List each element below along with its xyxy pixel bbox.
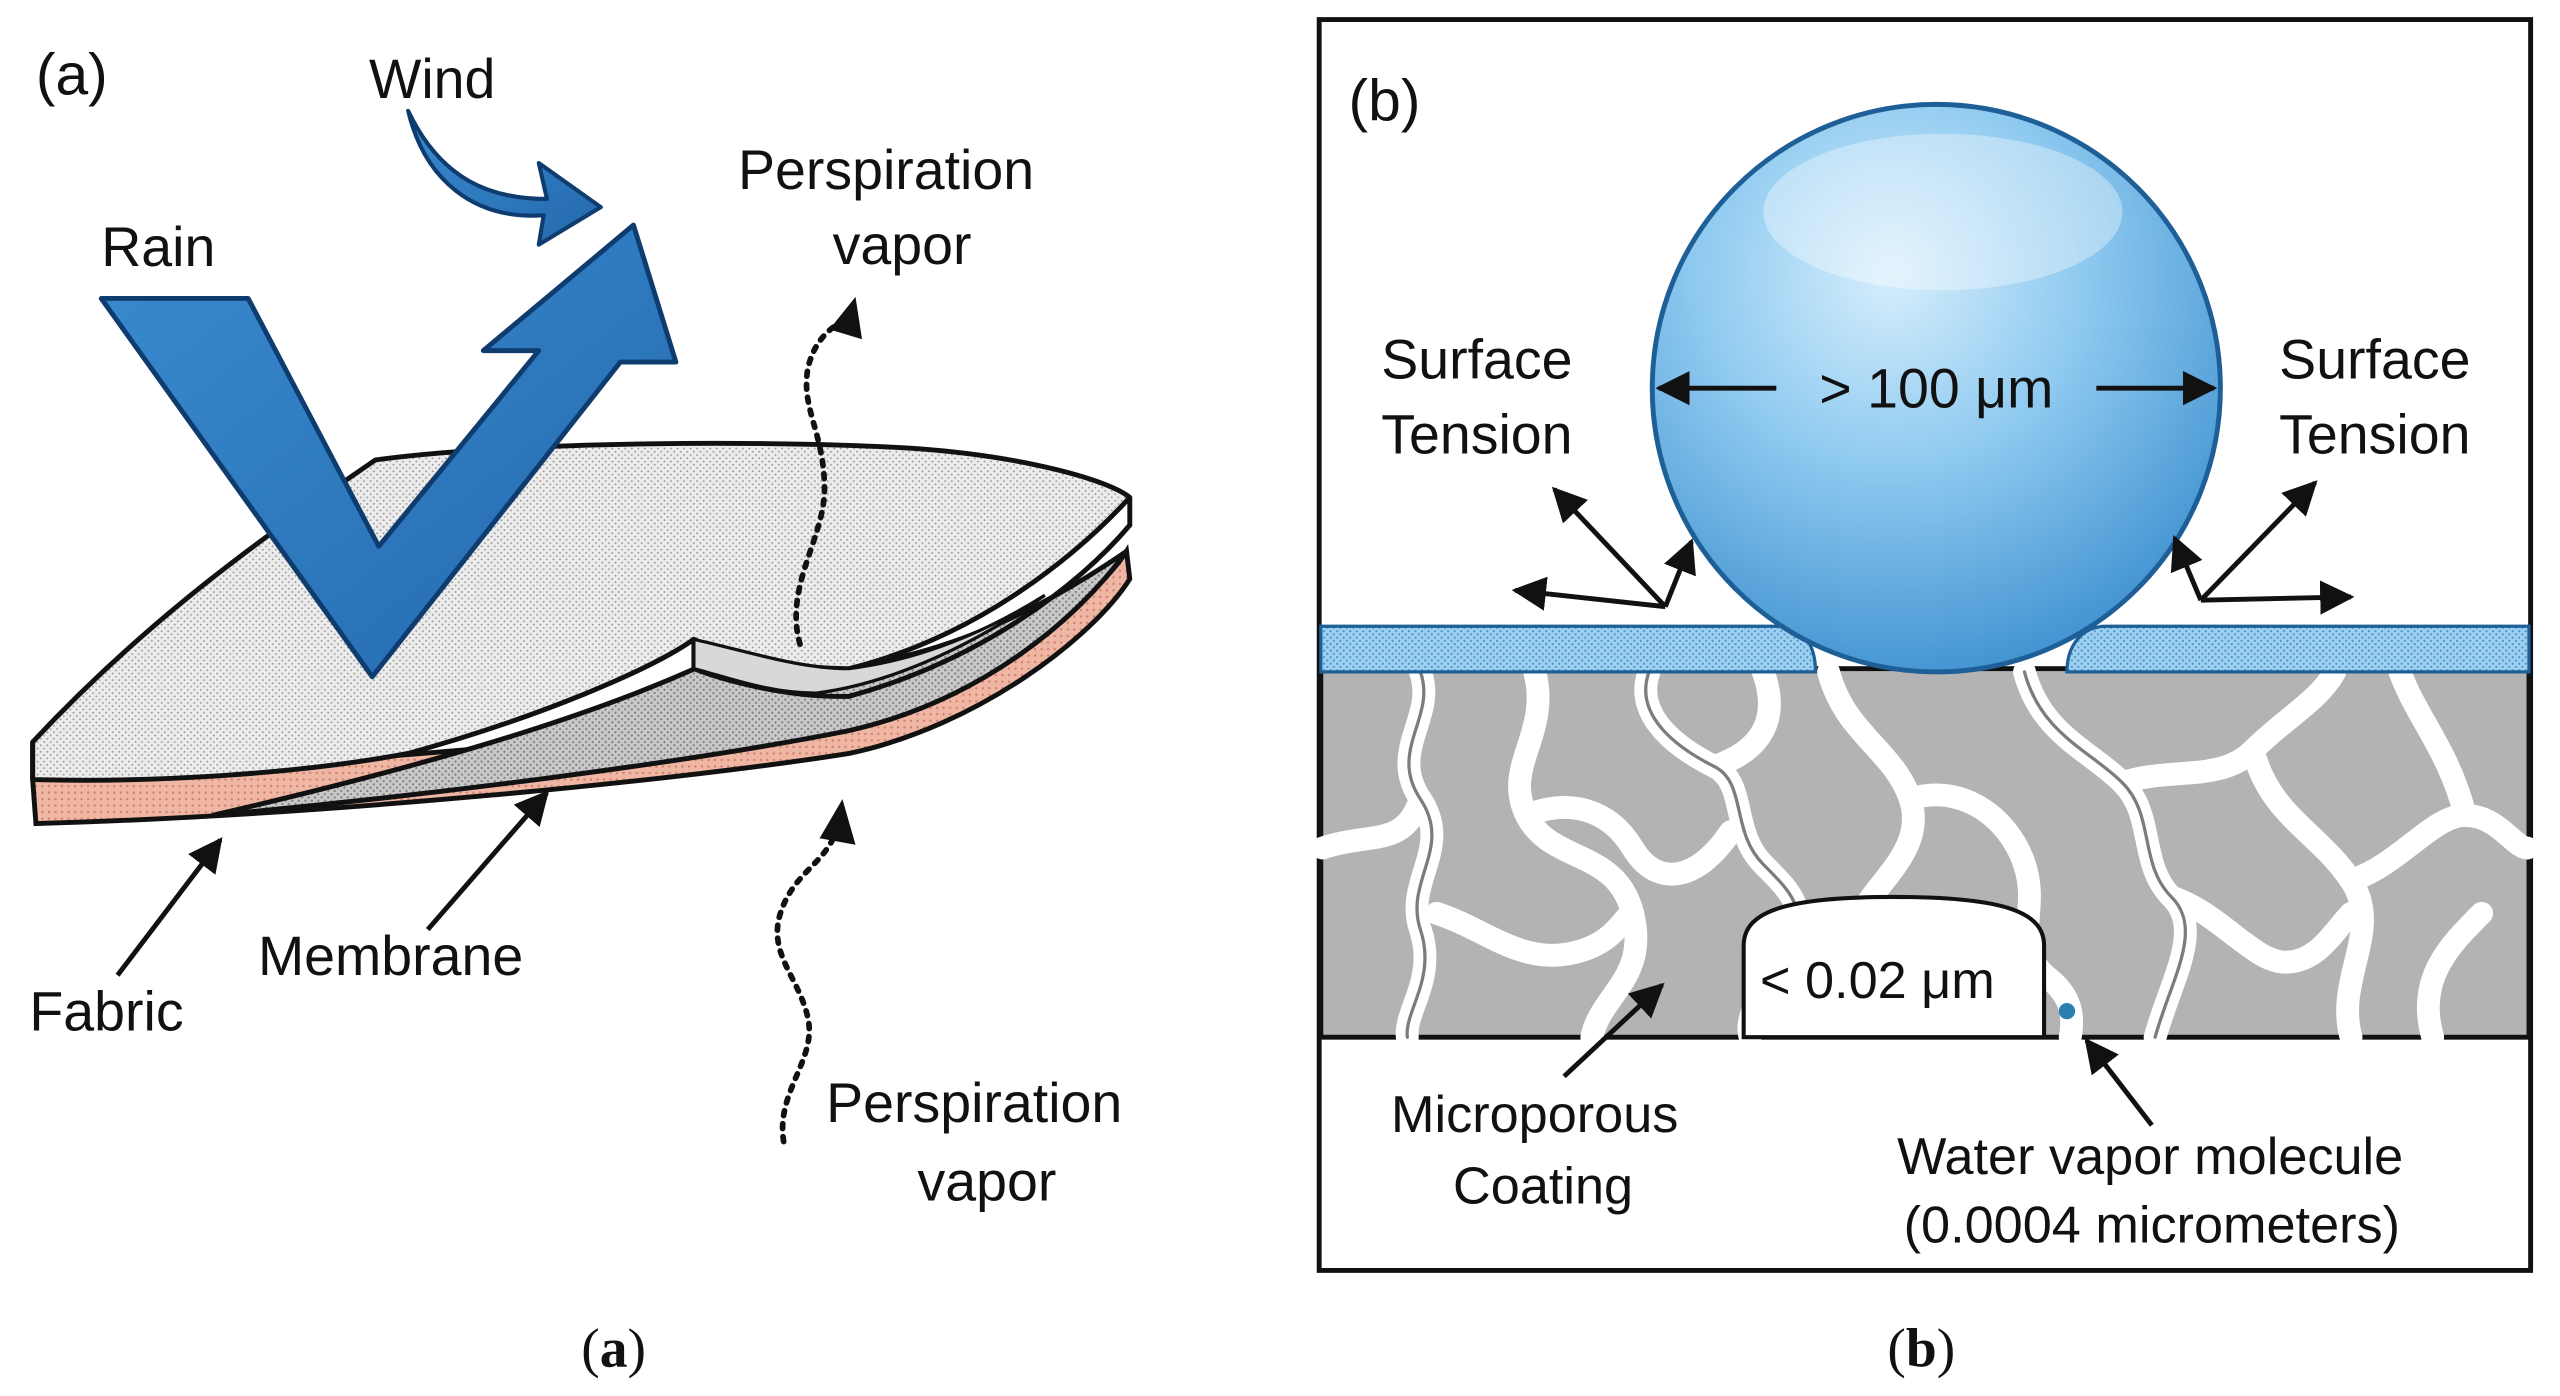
molecule-leader (2084, 1037, 2154, 1127)
pore-size-label: < 0.02 μm (1760, 952, 1995, 1010)
vapor-bottom-line1: Perspiration (826, 1072, 1122, 1134)
fabric-label: Fabric (29, 981, 183, 1043)
peeled-flap (692, 593, 1046, 695)
surface-left-line1: Surface (1381, 328, 1572, 390)
coating-left (1319, 624, 1818, 674)
vapor-top-line2: vapor (833, 214, 972, 276)
caption-a-close: ) (627, 1318, 645, 1379)
wind-label: Wind (369, 48, 495, 110)
surface-tension-right-vectors (2170, 480, 2355, 615)
central-pore (1741, 894, 2047, 1040)
caption-b-open: ( (1887, 1318, 1905, 1379)
panel-b-tag: (b) (1349, 69, 1421, 134)
vapor-top-arrowhead (829, 296, 863, 340)
caption-a-open: ( (581, 1318, 599, 1379)
water-droplet (1649, 101, 2223, 675)
caption-a-letter: a (600, 1318, 628, 1379)
membrane-label: Membrane (258, 925, 523, 987)
water-vapor-molecule (2058, 1002, 2076, 1020)
droplet-size-label: > 100 μm (1819, 358, 2053, 420)
vapor-bottom-arrowhead (819, 799, 856, 845)
coating-line2: Coating (1453, 1158, 1633, 1216)
surface-tension-left-vectors (1511, 486, 1696, 611)
vapor-bottom-line2: vapor (918, 1150, 1057, 1212)
vapor-top-line1: Perspiration (738, 139, 1034, 201)
vapor-bottom-path (774, 828, 839, 1145)
panel-a: (a) Rain Wind Perspiration vapor Perspir… (29, 43, 1133, 1379)
caption-b-letter: b (1906, 1318, 1937, 1379)
caption-b-close: ) (1937, 1318, 1955, 1379)
surface-right-line2: Tension (2279, 403, 2470, 465)
panel-a-tag: (a) (36, 43, 108, 108)
caption-a: (a) (581, 1318, 646, 1379)
rain-label: Rain (101, 216, 215, 278)
coating-line1: Microporous (1391, 1086, 1678, 1144)
caption-b: (b) (1887, 1318, 1955, 1379)
coating-leader (1562, 982, 1665, 1079)
molecule-line2: (0.0004 micrometers) (1904, 1197, 2400, 1255)
fabric-leader (115, 837, 223, 977)
surface-left-line2: Tension (1381, 403, 1572, 465)
surface-right-line1: Surface (2279, 328, 2470, 390)
panel-b: (b) (1311, 17, 2539, 1379)
wind-arrow (406, 108, 603, 247)
vapor-top-path (793, 315, 849, 648)
droplet-highlight (1763, 133, 2123, 291)
rain-arrow (98, 222, 679, 680)
coating-right (2065, 624, 2531, 674)
membrane-leader (425, 790, 550, 932)
membrane-layer (211, 549, 1129, 818)
molecule-line1: Water vapor molecule (1897, 1128, 2403, 1186)
